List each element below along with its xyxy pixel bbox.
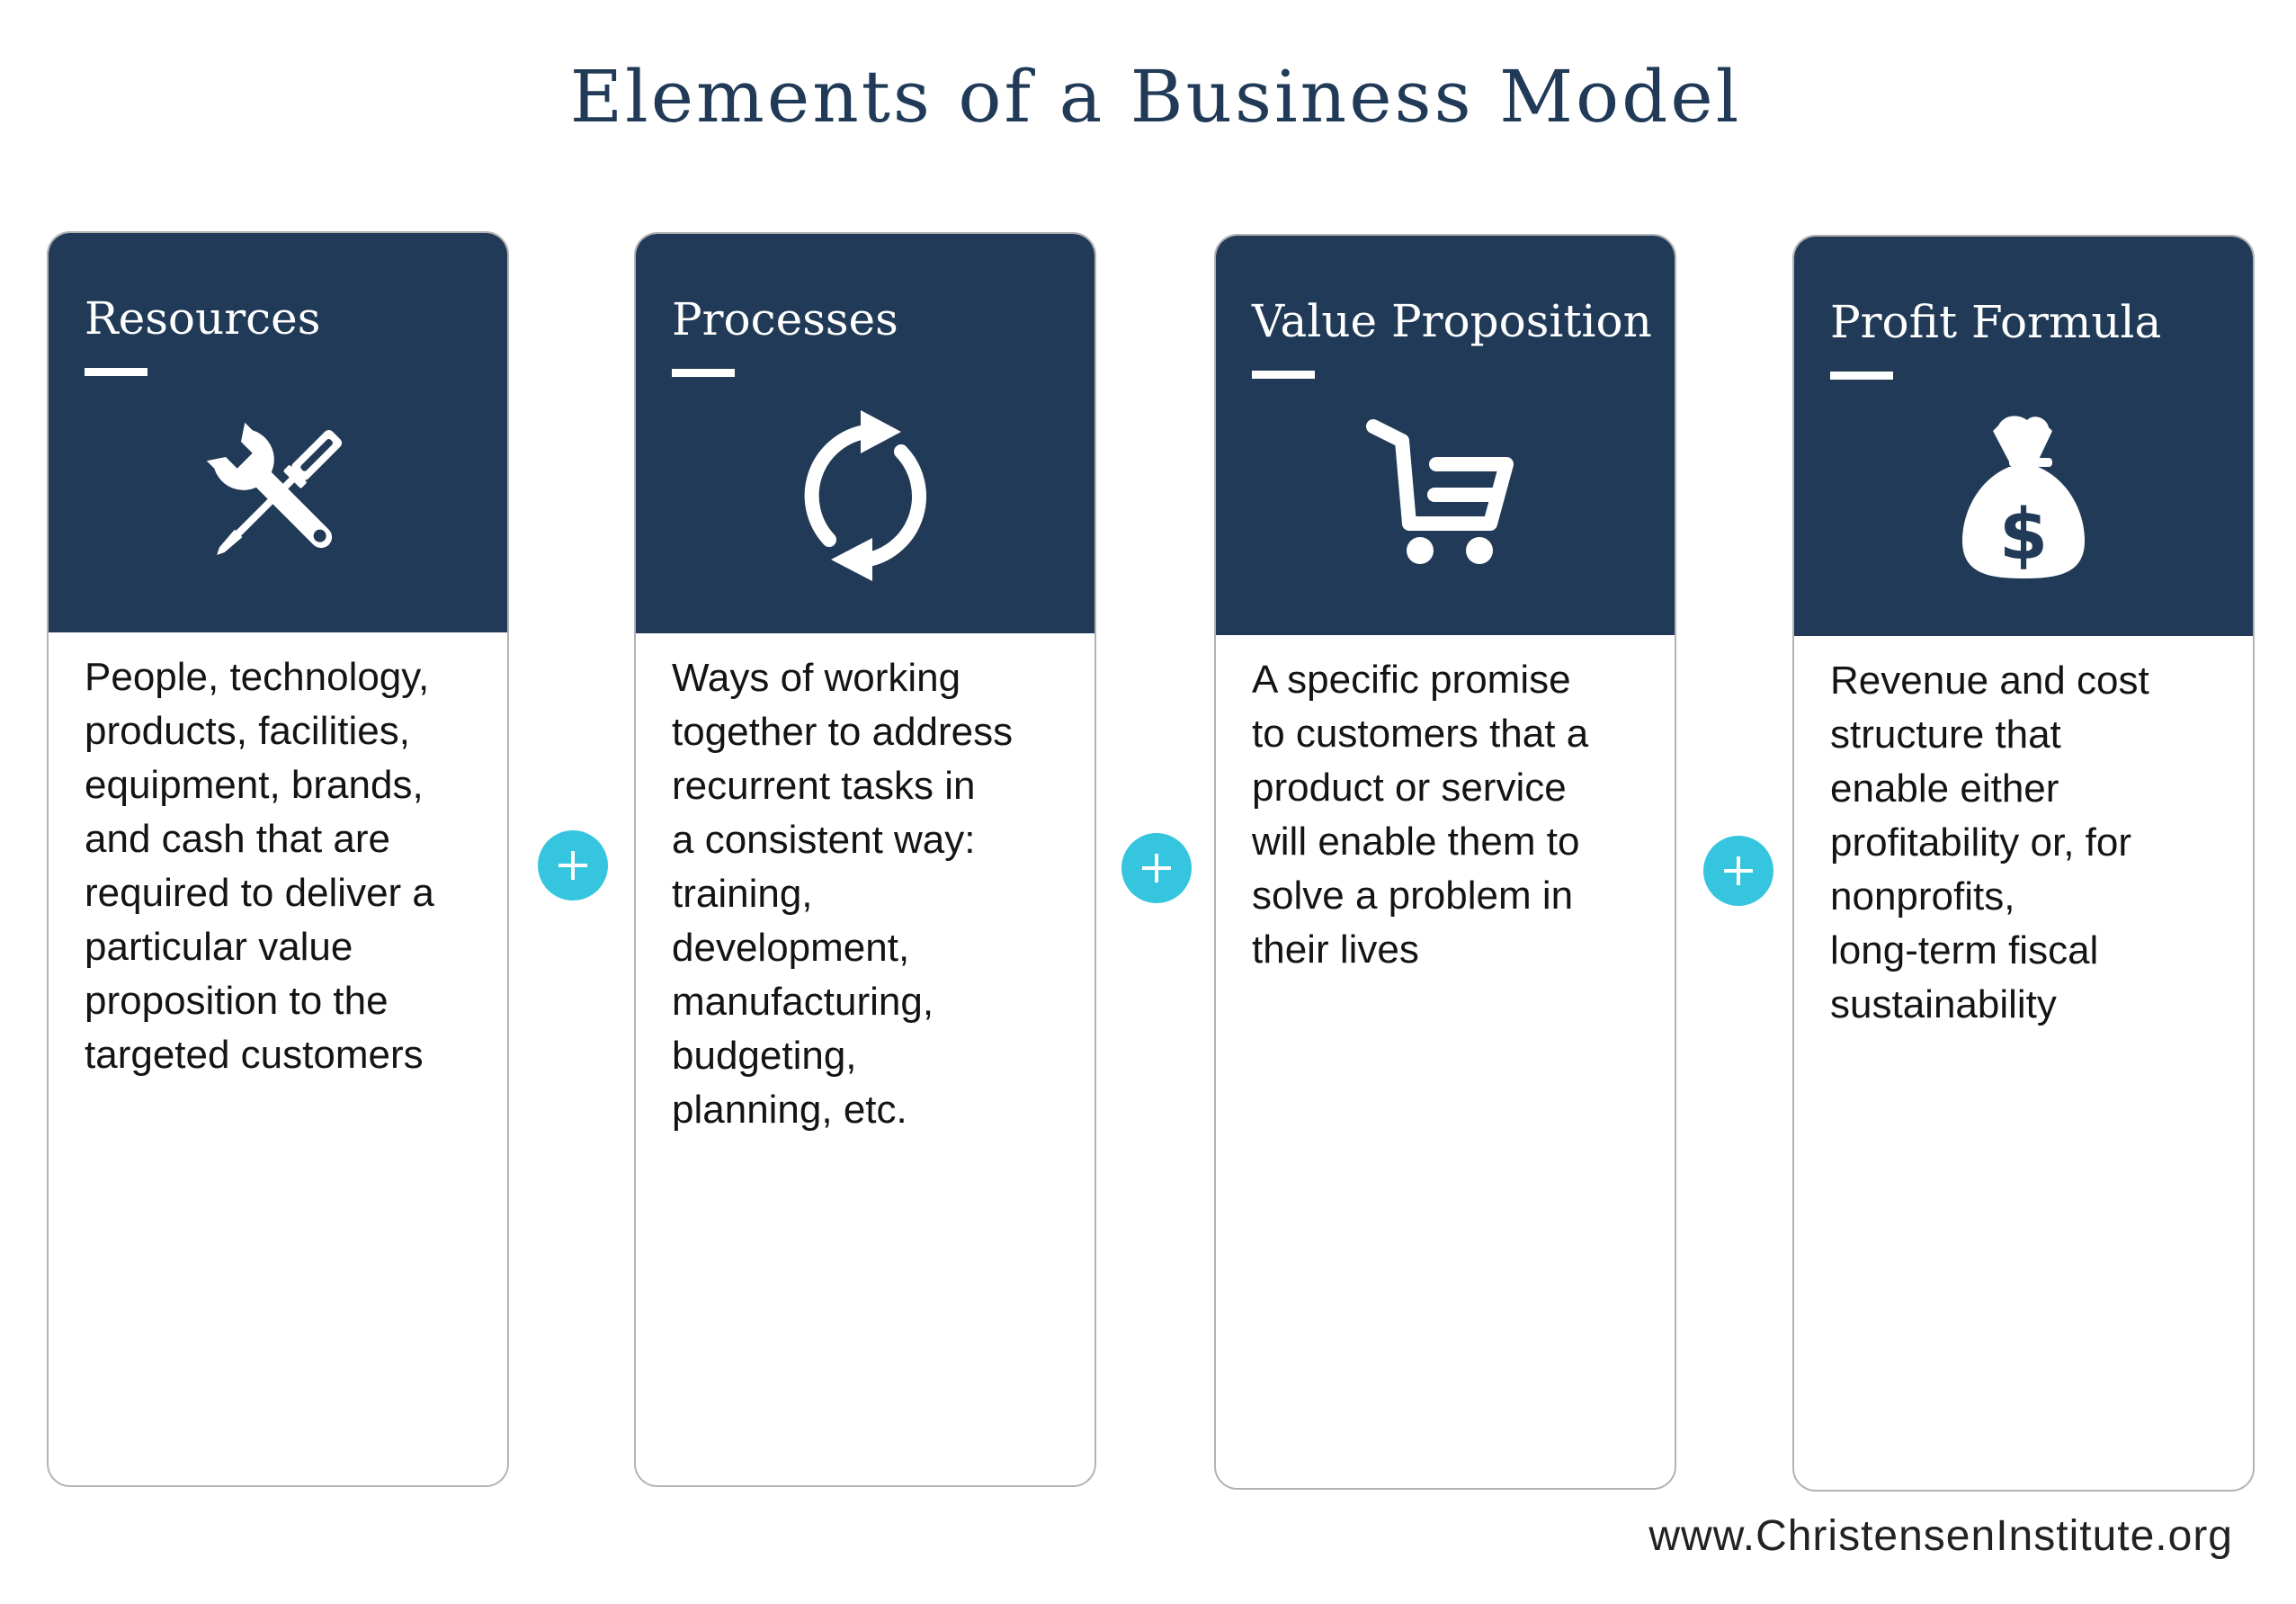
- plus-icon: [538, 830, 608, 901]
- description-line: particular value: [85, 925, 353, 969]
- plus-icon: [1121, 833, 1192, 903]
- card-header: Value Proposition: [1216, 236, 1675, 635]
- card-header: Resources: [49, 233, 507, 632]
- description-line: to customers that a: [1252, 712, 1589, 756]
- description-line: equipment, brands,: [85, 763, 424, 807]
- description-line: manufacturing,: [672, 980, 934, 1024]
- description-line: a consistent way:: [672, 818, 976, 862]
- description-line: planning, etc.: [672, 1088, 907, 1132]
- description-line: recurrent tasks in: [672, 764, 976, 808]
- card-title: Value Proposition: [1252, 295, 1652, 347]
- description-line: training,: [672, 872, 813, 916]
- plus-icon: [1703, 836, 1773, 906]
- card-profit-formula: Profit Formula $ Revenue and cost struct…: [1792, 235, 2255, 1492]
- description-line: nonprofits,: [1830, 874, 2015, 918]
- card-header: Profit Formula $: [1794, 237, 2253, 636]
- description-line: products, facilities,: [85, 709, 410, 753]
- title-underline: [85, 368, 147, 376]
- card-resources: Resources: [47, 231, 509, 1487]
- card-processes: Processes Ways of working together to ad…: [634, 232, 1096, 1487]
- description-line: structure that: [1830, 712, 2061, 757]
- title-underline: [672, 369, 735, 377]
- description-line: and cash that are: [85, 817, 391, 861]
- card-description: A specific promise to customers that a p…: [1252, 653, 1649, 977]
- description-line: enable either: [1830, 766, 2059, 811]
- card-title: Resources: [85, 292, 321, 345]
- description-line: targeted customers: [85, 1033, 424, 1077]
- description-line: proposition to the: [85, 979, 389, 1023]
- description-line: budgeting,: [672, 1034, 857, 1078]
- description-line: Revenue and cost: [1830, 659, 2149, 703]
- shopping-cart-icon: [1355, 407, 1535, 587]
- money-bag-icon: $: [1934, 408, 2113, 587]
- description-line: required to deliver a: [85, 871, 434, 915]
- description-line: will enable them to: [1252, 820, 1580, 864]
- page-title: Elements of a Business Model: [569, 55, 1742, 139]
- wrench-screwdriver-icon: [188, 404, 368, 584]
- description-line: solve a problem in: [1252, 874, 1574, 918]
- description-line: long-term fiscal: [1830, 928, 2099, 972]
- description-line: development,: [672, 926, 910, 970]
- refresh-cycle-icon: [775, 405, 955, 585]
- card-title: Profit Formula: [1830, 296, 2162, 348]
- card-description: Ways of working together to address recu…: [672, 651, 1069, 1137]
- card-description: Revenue and cost structure that enable e…: [1830, 654, 2228, 1032]
- card-title: Processes: [672, 293, 898, 345]
- card-header: Processes: [636, 234, 1094, 633]
- description-line: A specific promise: [1252, 658, 1571, 702]
- svg-text:$: $: [1999, 495, 2048, 576]
- card-description: People, technology, products, facilities…: [85, 650, 482, 1082]
- description-line: together to address: [672, 710, 1014, 754]
- description-line: Ways of working: [672, 656, 961, 700]
- title-underline: [1830, 372, 1893, 380]
- description-line: their lives: [1252, 927, 1419, 972]
- description-line: People, technology,: [85, 655, 430, 699]
- title-underline: [1252, 371, 1315, 379]
- description-line: product or service: [1252, 766, 1567, 810]
- description-line: profitability or, for: [1830, 820, 2132, 865]
- description-line: sustainability: [1830, 982, 2057, 1026]
- card-value-proposition: Value Proposition A specific promise to …: [1214, 234, 1676, 1490]
- website-url: www.ChristensenInstitute.org: [1648, 1512, 2233, 1560]
